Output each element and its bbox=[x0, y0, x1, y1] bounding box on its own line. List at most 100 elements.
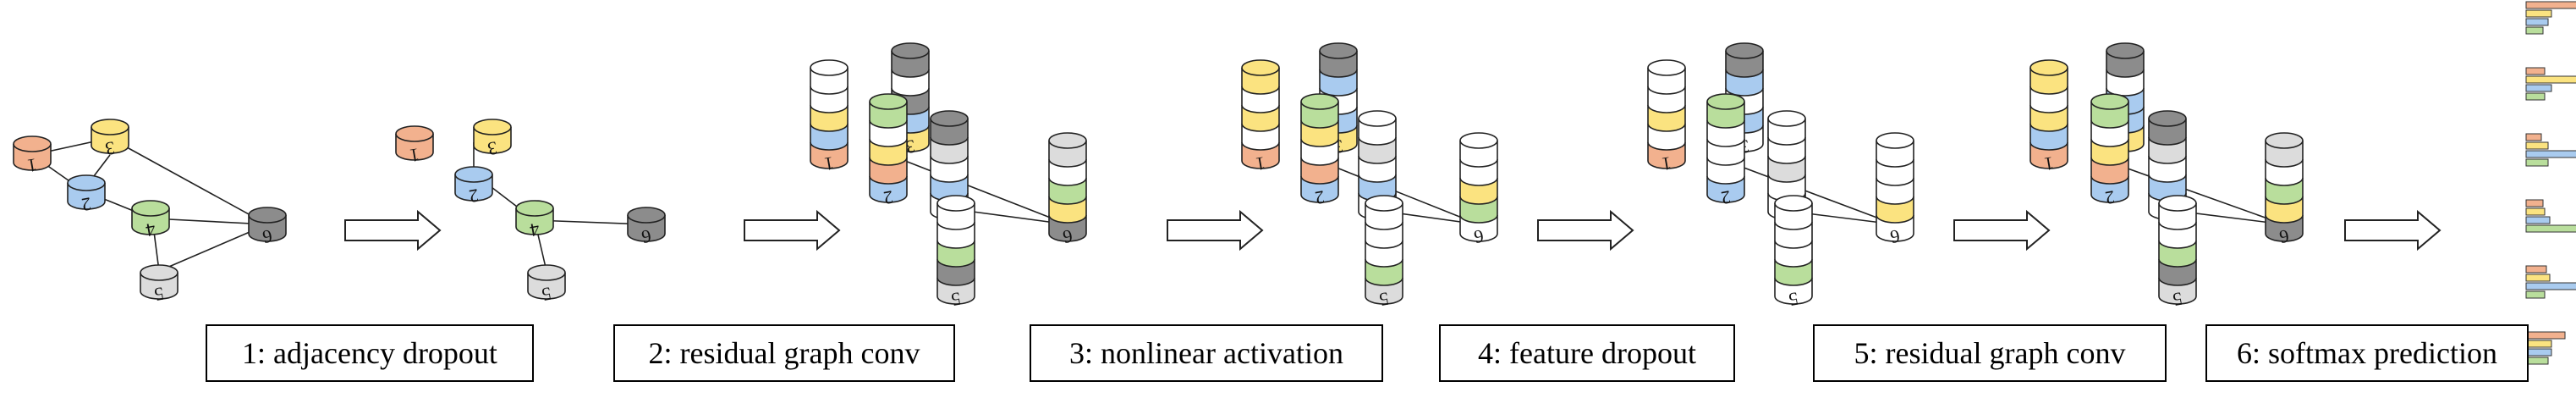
cylinder-top bbox=[1767, 110, 1806, 127]
node-number: 4 bbox=[144, 218, 157, 241]
prediction-bar bbox=[2525, 216, 2551, 224]
prediction-bar bbox=[2525, 84, 2552, 92]
cylinder-top bbox=[1048, 132, 1087, 149]
cylinder-top bbox=[810, 59, 849, 76]
prediction-bar bbox=[2525, 224, 2576, 233]
node-1: 1 bbox=[1241, 59, 1280, 175]
node-6: 6 bbox=[1459, 132, 1498, 248]
node-6: 6 bbox=[627, 207, 666, 248]
cylinder-top bbox=[395, 125, 434, 142]
cylinder-top bbox=[527, 264, 566, 281]
node-number: 3 bbox=[103, 137, 116, 160]
cylinder-top bbox=[1459, 132, 1498, 149]
node-3: 3 bbox=[473, 119, 512, 160]
bar-chart-icon bbox=[2525, 265, 2576, 299]
cylinder-top bbox=[91, 119, 129, 135]
node-number: 6 bbox=[1888, 225, 1901, 248]
node-1: 1 bbox=[395, 125, 434, 167]
node-2: 2 bbox=[454, 166, 493, 207]
node-number: 1 bbox=[822, 152, 835, 175]
node-6: 6 bbox=[2265, 132, 2304, 248]
cylinder-top bbox=[67, 174, 106, 191]
caption-4: 4: feature dropout bbox=[1478, 336, 1696, 370]
caption-box-4: 4: feature dropout bbox=[1439, 324, 1735, 382]
prediction-bar bbox=[2525, 9, 2552, 18]
graph-edge bbox=[2106, 160, 2285, 225]
caption-box-6: 6: softmax prediction bbox=[2205, 324, 2529, 382]
cylinder-top bbox=[2090, 93, 2129, 110]
node-6: 6 bbox=[1876, 132, 1914, 248]
node-3: 3 bbox=[891, 42, 930, 158]
node-number: 5 bbox=[1787, 288, 1799, 311]
arrow-right-icon bbox=[1167, 209, 1264, 252]
cylinder-top bbox=[454, 166, 493, 183]
node-1: 1 bbox=[13, 135, 52, 177]
node-2: 2 bbox=[869, 93, 908, 209]
caption-2: 2: residual graph conv bbox=[649, 336, 920, 370]
caption-box-3: 3: nonlinear activation bbox=[1030, 324, 1383, 382]
node-2: 2 bbox=[67, 174, 106, 216]
cylinder-top bbox=[1706, 93, 1745, 110]
cylinder-top bbox=[1725, 42, 1764, 59]
cylinder-top bbox=[2158, 195, 2197, 212]
prediction-bar bbox=[2525, 67, 2546, 75]
prediction-bar bbox=[2525, 207, 2546, 216]
node-number: 2 bbox=[1719, 186, 1732, 209]
prediction-bar bbox=[2525, 26, 2544, 35]
caption-box-2: 2: residual graph conv bbox=[613, 324, 955, 382]
prediction-bar bbox=[2525, 158, 2549, 167]
node-number: 5 bbox=[949, 288, 962, 311]
cylinder-top bbox=[2265, 132, 2304, 149]
node-2: 2 bbox=[1300, 93, 1339, 209]
node-number: 3 bbox=[486, 137, 498, 160]
prediction-bar bbox=[2525, 290, 2546, 299]
prediction-bar bbox=[2525, 75, 2576, 84]
cylinder-top bbox=[1358, 110, 1397, 127]
node-number: 2 bbox=[467, 185, 480, 207]
cylinder-top bbox=[131, 200, 170, 217]
node-5: 5 bbox=[140, 264, 179, 306]
cylinder-top bbox=[1876, 132, 1914, 149]
caption-1: 1: adjacency dropout bbox=[242, 336, 497, 370]
cylinder-top bbox=[515, 200, 554, 217]
caption-5: 5: residual graph conv bbox=[1854, 336, 2126, 370]
node-number: 5 bbox=[1377, 288, 1390, 311]
arrow-right-icon bbox=[2344, 209, 2441, 252]
prediction-bar bbox=[2525, 340, 2552, 348]
prediction-bar bbox=[2525, 348, 2552, 357]
node-2: 2 bbox=[1706, 93, 1745, 209]
cylinder-top bbox=[2029, 59, 2068, 76]
node-number: 1 bbox=[1660, 152, 1672, 175]
bar-chart-icon bbox=[2525, 133, 2576, 167]
bar-chart-icon bbox=[2525, 1, 2576, 35]
caption-6: 6: softmax prediction bbox=[2237, 336, 2497, 370]
node-number: 5 bbox=[152, 283, 165, 306]
edges-layer bbox=[31, 137, 2285, 272]
cylinder-top bbox=[140, 264, 179, 281]
node-4: 4 bbox=[131, 200, 170, 241]
node-5: 5 bbox=[1365, 195, 1403, 311]
node-5: 5 bbox=[936, 195, 975, 311]
cylinder-top bbox=[1774, 195, 1813, 212]
cylinder-top bbox=[1241, 59, 1280, 76]
node-3: 3 bbox=[91, 119, 129, 160]
node-5: 5 bbox=[1774, 195, 1813, 311]
caption-box-5: 5: residual graph conv bbox=[1813, 324, 2167, 382]
node-5: 5 bbox=[2158, 195, 2197, 311]
node-number: 2 bbox=[80, 193, 92, 216]
node-1: 1 bbox=[2029, 59, 2068, 175]
node-number: 6 bbox=[2277, 225, 2290, 248]
node-number: 6 bbox=[1061, 225, 1074, 248]
prediction-bar bbox=[2525, 150, 2576, 158]
node-1: 1 bbox=[1647, 59, 1686, 175]
cylinder-top bbox=[1365, 195, 1403, 212]
caption-3: 3: nonlinear activation bbox=[1069, 336, 1343, 370]
cylinder-top bbox=[869, 93, 908, 110]
node-6: 6 bbox=[248, 207, 287, 248]
node-number: 2 bbox=[1313, 186, 1326, 209]
prediction-bar bbox=[2525, 265, 2547, 274]
node-4: 4 bbox=[515, 200, 554, 241]
cylinder-top bbox=[1319, 42, 1358, 59]
prediction-bar bbox=[2525, 133, 2542, 141]
node-number: 1 bbox=[1254, 152, 1266, 175]
